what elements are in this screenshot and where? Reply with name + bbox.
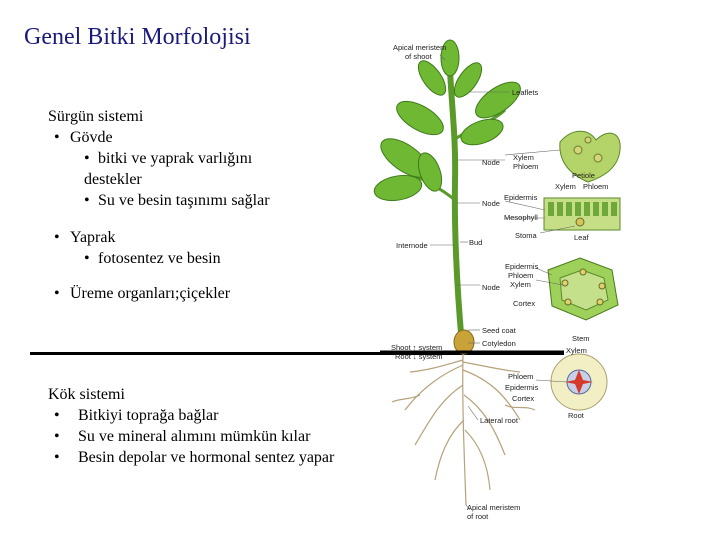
label-phloem-top: Phloem <box>513 162 538 171</box>
label-cortex-root: Cortex <box>512 394 534 403</box>
shoot-root-divider <box>30 352 564 355</box>
plant-stem <box>447 69 465 346</box>
leaf-item: Yaprak <box>48 227 368 248</box>
label-stoma: Stoma <box>515 231 538 240</box>
stem-point-1-cont: destekler <box>84 171 142 188</box>
root-item-3: Besin depolar ve hormonal sentez yapar <box>48 447 378 468</box>
label-xylem-top: Xylem <box>513 153 534 162</box>
label-epidermis-top: Epidermis <box>504 193 538 202</box>
label-epidermis-stem: Epidermis <box>505 262 539 271</box>
label-apical-shoot-2: of shoot <box>405 52 433 61</box>
label-epidermis-root: Epidermis <box>505 383 539 392</box>
label-phloem-stem: Phloem <box>508 271 533 280</box>
root-item-2: Su ve mineral alımını mümkün kılar <box>48 426 378 447</box>
label-apical-root-2: of root <box>467 512 489 521</box>
leaf-blade-cross-section <box>543 197 621 231</box>
leaf-point-1: fotosentez ve besin <box>48 248 368 269</box>
label-cotyledon: Cotyledon <box>482 339 516 348</box>
label-xylem-root: Xylem <box>566 346 587 355</box>
shoot-system-text: Sürgün sistemi Gövde bitki ve yaprak var… <box>48 106 368 304</box>
page-title: Genel Bitki Morfolojisi <box>24 24 251 50</box>
label-phloem-root: Phloem <box>508 372 533 381</box>
label-xylem-stem: Xylem <box>510 280 531 289</box>
label-lateral-root: Lateral root <box>480 416 519 425</box>
stem-cross-section <box>547 257 619 321</box>
plant-leaves <box>373 39 521 202</box>
label-xylem-leaf: Xylem <box>555 182 576 191</box>
label-root: Root <box>568 411 585 420</box>
reproductive-item: Üreme organları;çiçekler <box>48 283 368 304</box>
label-cortex-stem: Cortex <box>513 299 535 308</box>
label-stem: Stem <box>572 334 590 343</box>
label-node-top: Node <box>482 158 500 167</box>
root-cross-section <box>550 353 608 411</box>
label-apical-shoot-1: Apical meristem <box>393 43 446 52</box>
label-apical-root-1: Apical meristem <box>467 503 520 512</box>
label-mesophyll: Mesophyll <box>504 213 538 222</box>
label-shoot-system: Shoot ↑ system <box>391 343 442 352</box>
label-leaf: Leaf <box>574 233 590 242</box>
root-system-text: Kök sistemi Bitkiyi toprağa bağlar Su ve… <box>48 384 378 468</box>
label-petiole: Petiole <box>572 171 595 180</box>
stem-point-2: Su ve besin taşınımı sağlar <box>48 190 368 211</box>
label-internode: Internode <box>396 241 428 250</box>
stem-point-1: bitki ve yaprak varlığını <box>48 148 368 169</box>
label-leader-lines <box>430 54 576 511</box>
stem-item: Gövde <box>48 127 368 148</box>
root-heading: Kök sistemi <box>48 386 125 403</box>
label-node-mid: Node <box>482 199 500 208</box>
label-seed-coat: Seed coat <box>482 326 517 335</box>
petiole-cross-section <box>559 130 621 183</box>
label-node-low: Node <box>482 283 500 292</box>
label-root-system: Root ↓ system <box>395 352 443 361</box>
root-item-1: Bitkiyi toprağa bağlar <box>48 405 378 426</box>
shoot-heading: Sürgün sistemi <box>48 108 144 125</box>
label-leaflets: Leaflets <box>512 88 539 97</box>
label-bud: Bud <box>469 238 482 247</box>
label-phloem-leaf: Phloem <box>583 182 608 191</box>
plant-roots <box>391 353 536 506</box>
seed <box>453 329 475 355</box>
